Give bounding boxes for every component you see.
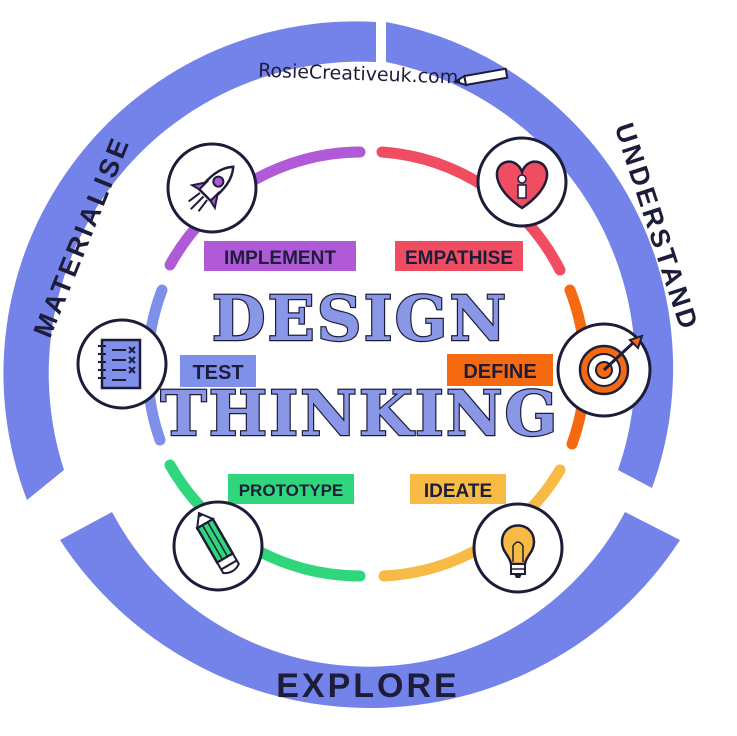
outer-ring-materialise-segment [3, 21, 376, 501]
svg-text:IMPLEMENT: IMPLEMENT [224, 248, 336, 269]
stage-label-implement: IMPLEMENT [204, 241, 356, 271]
svg-text:TEST: TEST [192, 362, 243, 384]
pencil-icon [172, 500, 264, 592]
rocket-icon [166, 142, 258, 234]
svg-text:IDEATE: IDEATE [424, 481, 492, 502]
stage-label-define: DEFINE [447, 354, 553, 386]
stage-label-prototype: PROTOTYPE [228, 474, 354, 504]
phase-label-explore: EXPLORE [276, 667, 459, 705]
svg-text:DEFINE: DEFINE [463, 361, 536, 383]
title-line-2: THINKING [161, 377, 560, 450]
outer-ring-understand-segment [386, 22, 674, 488]
marker-pen-icon [452, 67, 509, 87]
checklist-icon [76, 318, 168, 410]
svg-text:EMPATHISE: EMPATHISE [405, 248, 513, 269]
target-icon [556, 322, 652, 418]
svg-text:PROTOTYPE: PROTOTYPE [239, 481, 344, 500]
title-line-1: DESIGN [212, 282, 508, 355]
stage-label-empathise: EMPATHISE [395, 241, 523, 271]
stage-label-test: TEST [180, 355, 256, 387]
outer-ring-explore-segment [60, 512, 680, 709]
lightbulb-icon [472, 502, 564, 594]
stage-label-ideate: IDEATE [410, 474, 506, 504]
outer-ring [3, 21, 680, 709]
heart-icon [476, 136, 568, 228]
